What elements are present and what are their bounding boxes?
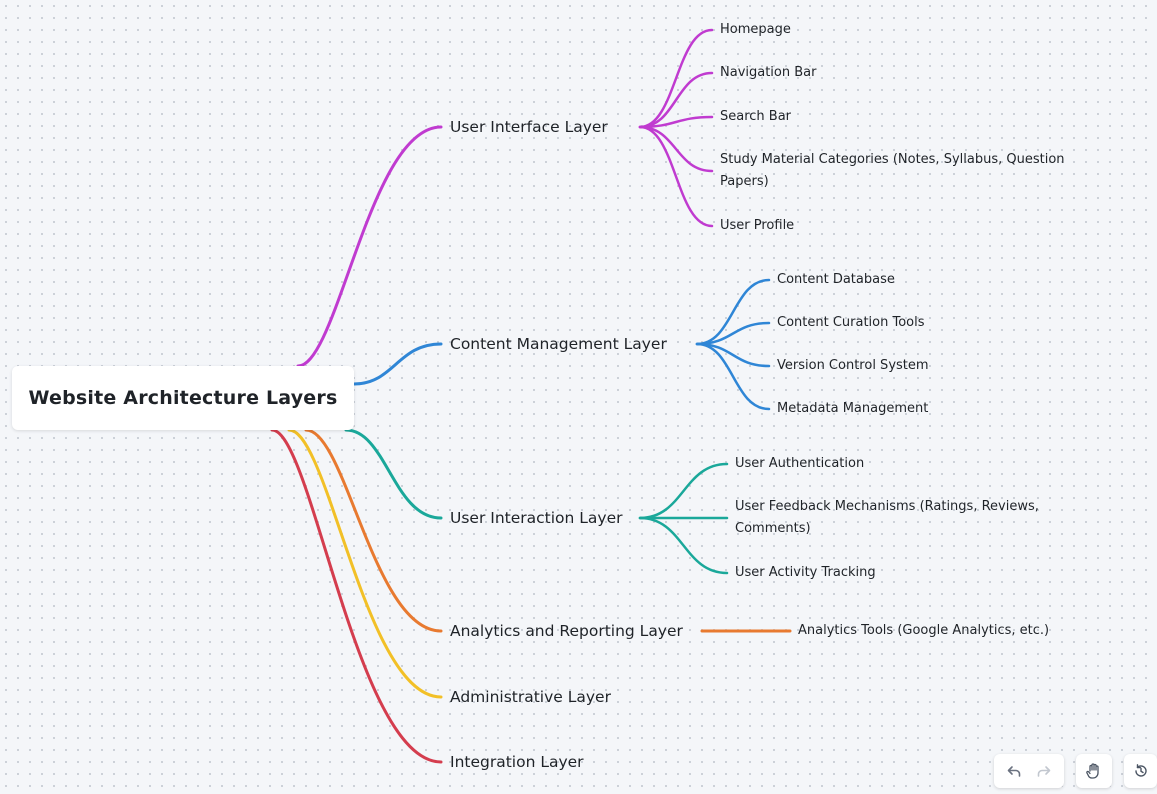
leaf-connector (638, 71, 714, 129)
leaf-connector (638, 516, 729, 575)
leaf-connector (638, 28, 714, 129)
branch-connector (304, 428, 443, 633)
leaf-version-control-system[interactable]: Version Control System (777, 358, 929, 373)
branch-connector (270, 428, 443, 764)
leaf-content-database[interactable]: Content Database (777, 272, 895, 287)
leaf-user-profile[interactable]: User Profile (720, 218, 795, 233)
leaf-content-curation-tools[interactable]: Content Curation Tools (777, 315, 925, 330)
redo-icon (1037, 766, 1051, 777)
undo-redo-group (994, 754, 1064, 788)
branch-connector (352, 342, 443, 386)
undo-icon (1007, 766, 1021, 777)
hand-tool-button[interactable] (1076, 754, 1112, 788)
branch-connector (344, 428, 443, 520)
leaf-connector (638, 125, 714, 228)
leaf-study-material-categories[interactable]: Study Material Categories (Notes, Syllab… (720, 152, 1065, 189)
leaf-connector (695, 278, 771, 346)
hand-pan-icon (1086, 763, 1099, 779)
leaf-homepage[interactable]: Homepage (720, 22, 791, 37)
branch-user-interaction-layer[interactable]: User Interaction Layer (450, 509, 623, 527)
root-node[interactable]: Website Architecture Layers (12, 366, 354, 430)
leaf-connector (638, 115, 714, 129)
leaf-connector (695, 342, 771, 411)
leaf-metadata-management[interactable]: Metadata Management (777, 401, 929, 416)
branch-connector (296, 125, 443, 368)
leaf-user-authentication[interactable]: User Authentication (735, 456, 865, 471)
branch-user-interface-layer[interactable]: User Interface Layer (450, 118, 608, 136)
leaf-connector (638, 462, 729, 520)
leaf-search-bar[interactable]: Search Bar (720, 109, 792, 124)
branch-administrative-layer[interactable]: Administrative Layer (450, 688, 611, 706)
leaf-navigation-bar[interactable]: Navigation Bar (720, 65, 817, 80)
branch-connector (287, 428, 443, 699)
history-button[interactable] (1124, 754, 1157, 788)
undo-button[interactable] (999, 756, 1029, 786)
leaf-analytics-tools[interactable]: Analytics Tools (Google Analytics, etc.) (798, 623, 1050, 638)
branch-analytics-reporting-layer[interactable]: Analytics and Reporting Layer (450, 622, 683, 640)
leaf-user-activity-tracking[interactable]: User Activity Tracking (735, 565, 876, 580)
history-icon (1134, 764, 1147, 777)
leaf-connector (638, 125, 714, 173)
branch-integration-layer[interactable]: Integration Layer (450, 753, 584, 771)
leaf-user-feedback-mechanisms[interactable]: User Feedback Mechanisms (Ratings, Revie… (735, 499, 1039, 536)
root-node-label: Website Architecture Layers (28, 387, 338, 409)
branch-content-management-layer[interactable]: Content Management Layer (450, 335, 667, 353)
redo-button[interactable] (1029, 756, 1059, 786)
